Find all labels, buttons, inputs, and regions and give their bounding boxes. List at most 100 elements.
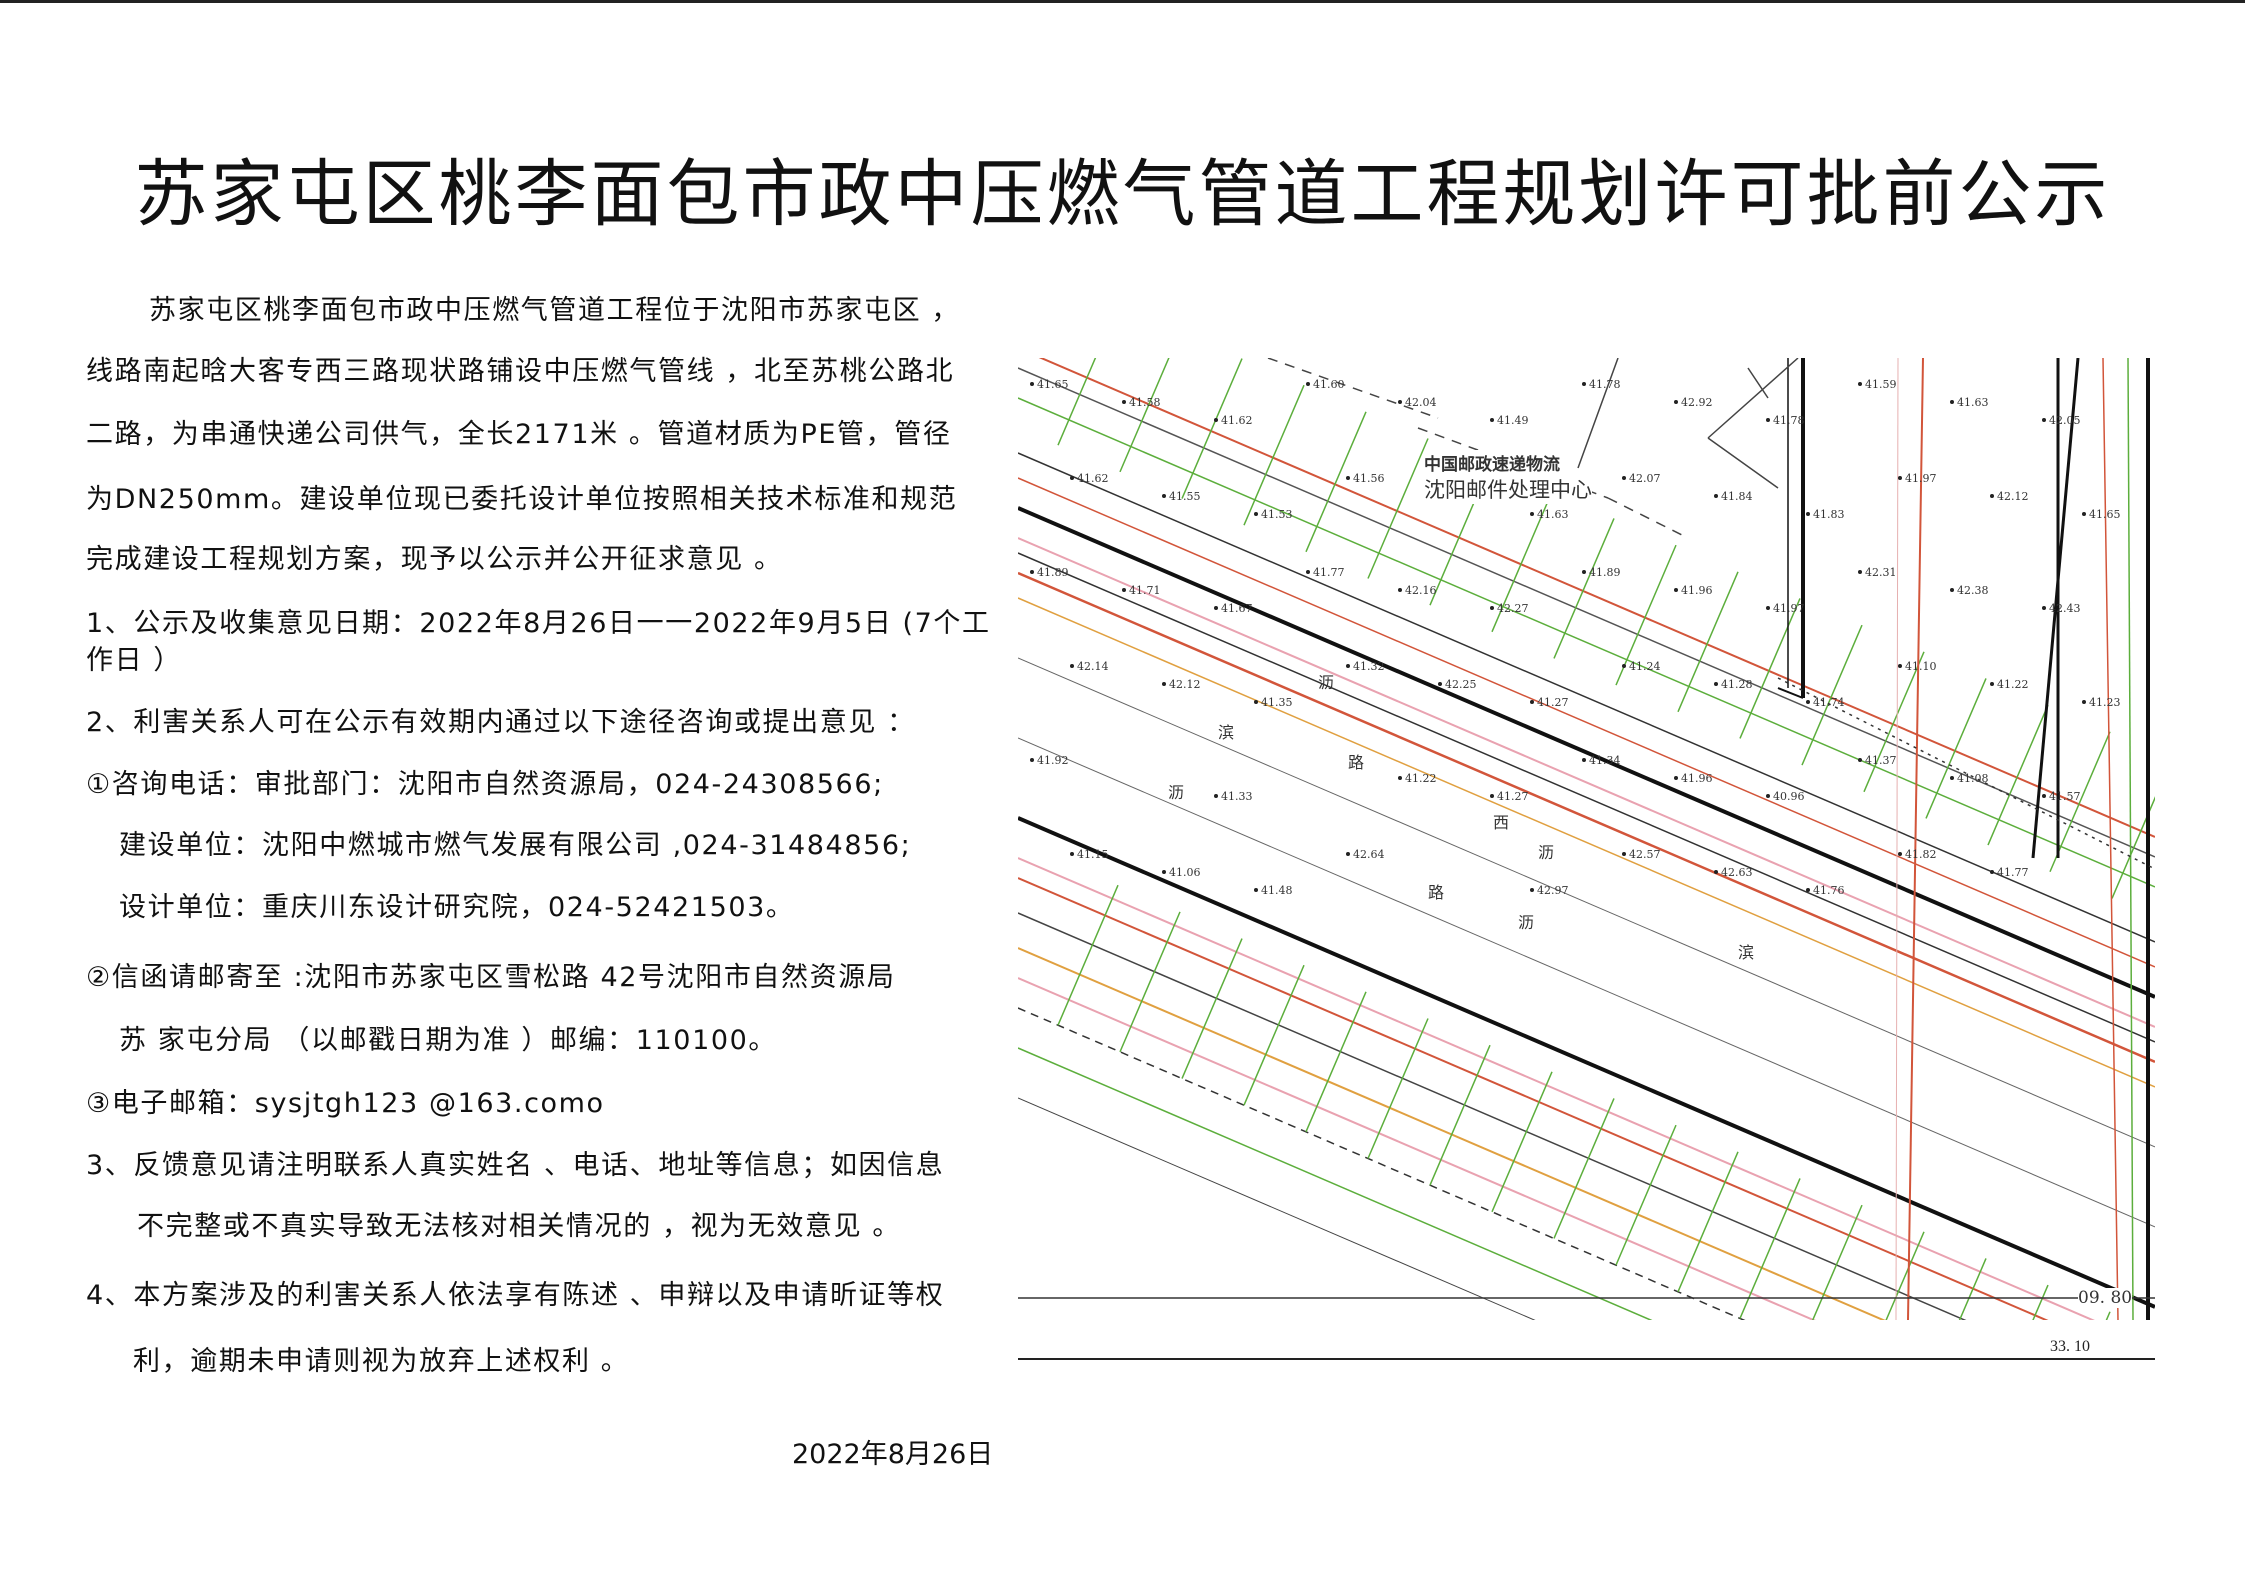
elevation-point: [1714, 870, 1718, 874]
green-hatch-line: [1615, 544, 1677, 686]
elevation-point: [1622, 664, 1626, 668]
elevation-label: 41.97: [1905, 472, 1937, 485]
elevation-label: 41.55: [1169, 490, 1201, 503]
elevation-label: 42.92: [1681, 396, 1713, 409]
green-hatch-line: [1119, 358, 1170, 473]
elevation-label: 42.25: [1445, 678, 1477, 691]
contact-designer: 设计单位：重庆川东设计研究院，024-52421503。: [119, 892, 795, 923]
road-edge: [1018, 1007, 1746, 1320]
elevation-point: [1990, 682, 1994, 686]
elevation-label: 41.65: [2089, 508, 2121, 521]
elevation-label: 42.07: [1629, 472, 1661, 485]
elevation-label: 41.28: [1721, 678, 1753, 691]
page-title: 苏家屯区桃李面包市政中压燃气管道工程规划许可批前公示: [134, 152, 2111, 237]
pipe-line-vertical: [1907, 358, 1924, 1320]
elevation-label: 41.37: [1865, 754, 1897, 767]
building-outline: [1707, 358, 1799, 439]
elevation-point: [1306, 570, 1310, 574]
elevation-label: 42.16: [1405, 584, 1437, 597]
elevation-point: [1858, 570, 1862, 574]
green-hatch-line: [2111, 796, 2155, 899]
elevation-point: [1990, 494, 1994, 498]
elevation-point: [1806, 512, 1810, 516]
mail-address-line-2: 苏 家屯分局 （以邮戳日期为准 ）邮编：110100。: [119, 1025, 778, 1056]
elevation-point: [1214, 606, 1218, 610]
green-hatch-line: [1243, 964, 1305, 1106]
elevation-label: 41.27: [1537, 696, 1569, 709]
elevation-point: [1950, 776, 1954, 780]
elevation-point: [1030, 758, 1034, 762]
green-line: [1018, 1047, 1653, 1320]
pipe-line: [1018, 477, 2155, 968]
elevation-point: [1766, 606, 1770, 610]
green-hatch-line: [1367, 438, 1429, 579]
pipe-line-vertical: [1895, 358, 1899, 1320]
elevation-point: [1674, 776, 1678, 780]
elevation-point: [1898, 476, 1902, 480]
elevation-label: 41.84: [1721, 490, 1753, 503]
elevation-point: [1530, 700, 1534, 704]
elevation-point: [1858, 758, 1862, 762]
elevation-label: 41.92: [1037, 754, 1069, 767]
elevation-point: [1122, 400, 1126, 404]
building-outline: [1577, 358, 1619, 469]
elevation-point: [1122, 588, 1126, 592]
elevation-label: 41.56: [1353, 472, 1385, 485]
boundary-line: [1777, 677, 2154, 869]
elevation-point: [1070, 852, 1074, 856]
road-centerline: [1018, 657, 2155, 1148]
elevation-label: 41.78: [1589, 378, 1621, 391]
green-hatch-line: [1181, 358, 1243, 499]
pipe-line: [1018, 857, 2095, 1320]
elevation-label: 42.43: [2049, 602, 2081, 615]
building-outline: [1777, 687, 1804, 699]
elevation-point: [1674, 588, 1678, 592]
elevation-label: 41.62: [1077, 472, 1109, 485]
elevation-label: 41.97: [1773, 602, 1805, 615]
elevation-label: 41.77: [1313, 566, 1345, 579]
elevation-label: 41.89: [1037, 566, 1069, 579]
elevation-label: 41.08: [1957, 772, 1989, 785]
green-hatch-line: [1429, 1044, 1491, 1186]
green-hatch-line: [1677, 1151, 1739, 1293]
elevation-label: 41.77: [1997, 866, 2029, 879]
green-hatch-line: [1243, 384, 1305, 526]
building-label-center: 沈阳邮件处理中心: [1424, 474, 1592, 504]
road-name-char: 沥: [1538, 843, 1554, 862]
green-hatch-line: [1885, 1231, 1925, 1320]
intro-line-5: 完成建设工程规划方案，现予以公示并公开征求意见 。: [86, 544, 783, 575]
boundary-line: [1607, 497, 1689, 539]
green-hatch-line: [1677, 571, 1739, 713]
green-hatch-line: [1367, 1018, 1429, 1159]
elevation-label: 42.05: [2049, 414, 2081, 427]
road-curb: [2031, 358, 2080, 859]
road-name-char: 沥: [1168, 783, 1184, 802]
elevation-label: 41.71: [1129, 584, 1161, 597]
elevation-label: 41.83: [1813, 508, 1845, 521]
elevation-point: [1714, 494, 1718, 498]
notice-date: 2022年8月26日: [792, 1439, 994, 1470]
green-line: [2127, 358, 2134, 1320]
green-hatch-line: [1553, 1098, 1615, 1239]
elevation-label: 41.53: [1261, 508, 1293, 521]
road-edge: [1018, 1097, 1536, 1320]
elevation-point: [1254, 512, 1258, 516]
elevation-point: [1490, 418, 1494, 422]
elevation-point: [1806, 700, 1810, 704]
elevation-label: 42.31: [1865, 566, 1897, 579]
top-border: [0, 0, 2245, 3]
green-hatch-line: [1057, 358, 1097, 446]
elevation-point: [1398, 588, 1402, 592]
elevation-label: 41.63: [1957, 396, 1989, 409]
pipe-line: [1018, 597, 2155, 1088]
elevation-label: 41.65: [1037, 378, 1069, 391]
green-hatch-line: [1811, 1204, 1863, 1320]
elevation-label: 40.96: [1773, 790, 1805, 803]
green-hatch-line: [1739, 598, 1801, 739]
intro-line-2: 线路南起晗大客专西三路现状路铺设中压燃气管线 ，北至苏桃公路北: [86, 356, 955, 387]
elevation-label: 41.74: [1813, 696, 1845, 709]
elevation-point: [1766, 794, 1770, 798]
elevation-point: [1950, 588, 1954, 592]
contact-builder: 建设单位：沈阳中燃城市燃气发展有限公司 ,024-31484856;: [119, 830, 912, 861]
